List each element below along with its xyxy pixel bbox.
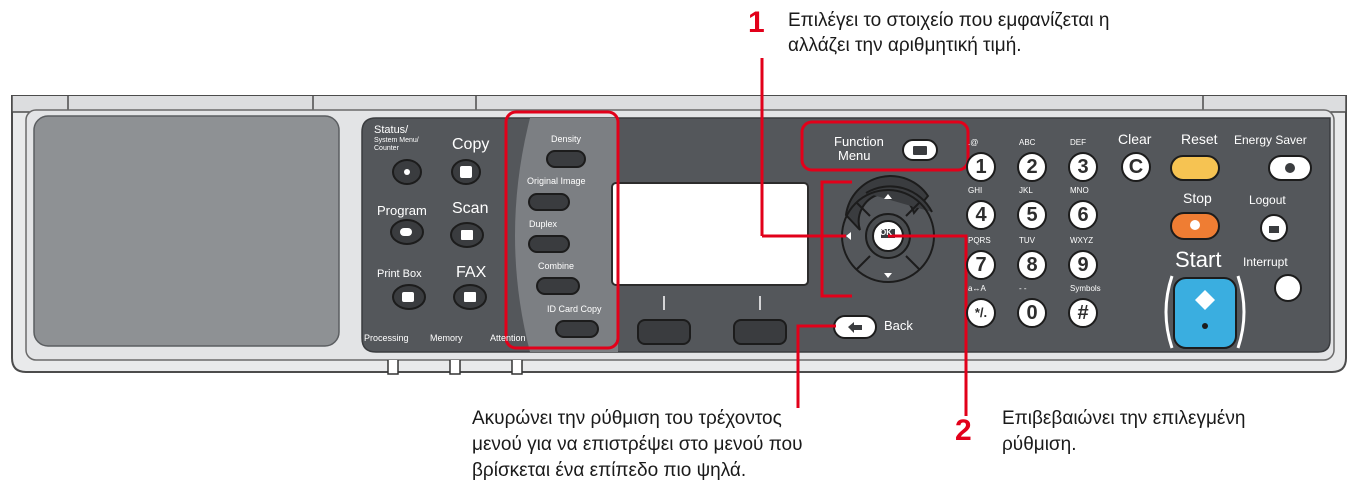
keypad-sublabel: PQRS <box>968 236 991 245</box>
label-start: Start <box>1175 247 1222 272</box>
callout-back-line2: μενού για να επιστρέψει στο μενού που <box>472 434 803 455</box>
label-stop: Stop <box>1183 190 1212 206</box>
label-density: Density <box>551 134 582 144</box>
soft-key-left <box>637 319 691 345</box>
leader-back <box>796 324 836 408</box>
keypad-key[interactable]: 5 <box>1017 200 1047 230</box>
keypad-sublabel: GHI <box>968 186 983 195</box>
label-status-sub2: Counter <box>374 145 399 152</box>
label-combine: Combine <box>538 261 575 271</box>
keypad-sublabel: Symbols <box>1070 284 1101 293</box>
callout-2-line1: Επιβεβαιώνει την επιλεγμένη <box>1002 408 1246 429</box>
keypad-key[interactable]: # <box>1068 298 1098 328</box>
clear-key[interactable]: C <box>1121 152 1151 182</box>
label-attention: Attention <box>490 333 526 343</box>
keypad-key[interactable]: 7 <box>966 250 996 280</box>
callout-1-line2: αλλάζει την αριθμητική τιμή. <box>788 35 1022 56</box>
keypad-sublabel: a↔A <box>968 284 986 293</box>
callout-1-line1: Επιλέγει το στοιχείο που εμφανίζεται η <box>788 10 1110 31</box>
highlight-mode-keys <box>504 110 620 350</box>
keypad-key[interactable]: 4 <box>966 200 996 230</box>
start-bracket <box>1164 275 1246 349</box>
keypad-sublabel: JKL <box>1019 186 1033 195</box>
label-id-card-copy: ID Card Copy <box>547 304 602 314</box>
keypad-sublabel: DEF <box>1070 138 1086 147</box>
callout-number-2: 2 <box>955 414 972 447</box>
keypad-key[interactable]: 1 <box>966 152 996 182</box>
keypad-key[interactable]: 2 <box>1017 152 1047 182</box>
keypad-sublabel: MNO <box>1070 186 1089 195</box>
label-status-sub1: System Menu/ <box>374 137 419 144</box>
label-menu: Menu <box>838 148 871 163</box>
label-ok: OK <box>880 228 892 237</box>
label-reset: Reset <box>1181 131 1218 147</box>
label-function: Function <box>834 134 884 149</box>
keypad-sublabel: TUV <box>1019 236 1035 245</box>
function-keys <box>528 150 599 338</box>
label-memory: Memory <box>430 333 463 343</box>
label-back: Back <box>884 318 913 333</box>
reset-key <box>1170 155 1220 181</box>
label-processing: Processing <box>364 333 409 343</box>
keypad-key[interactable]: 3 <box>1068 152 1098 182</box>
label-print-box: Print Box <box>377 268 422 280</box>
callout-back-line1: Ακυρώνει την ρύθμιση του τρέχοντος <box>472 408 782 429</box>
keypad-key[interactable]: 6 <box>1068 200 1098 230</box>
label-copy: Copy <box>452 136 490 153</box>
leader-2 <box>888 234 968 416</box>
keypad-sublabel: WXYZ <box>1070 236 1094 245</box>
label-logout: Logout <box>1249 193 1286 207</box>
left-blank-panel <box>33 115 340 347</box>
label-original-image: Original Image <box>527 176 586 186</box>
label-program: Program <box>377 203 427 218</box>
callout-back-line3: βρίσκεται ένα επίπεδο πιο ψηλά. <box>472 460 747 481</box>
keypad-key[interactable]: 9 <box>1068 250 1098 280</box>
start-key <box>1173 277 1237 349</box>
keypad-sublabel: ABC <box>1019 138 1036 147</box>
callout-2-line2: ρύθμιση. <box>1002 434 1077 455</box>
keypad-key[interactable]: 0 <box>1017 298 1047 328</box>
keypad-sublabel: - - <box>1019 284 1027 293</box>
keypad-key[interactable]: 8 <box>1017 250 1047 280</box>
highlight-navigation <box>820 180 852 298</box>
lcd-display <box>611 182 809 286</box>
highlight-function-menu <box>800 120 970 172</box>
label-interrupt: Interrupt <box>1243 255 1288 269</box>
label-energy-saver: Energy Saver <box>1234 133 1307 147</box>
label-status: Status/ <box>374 124 409 136</box>
label-clear: Clear <box>1118 131 1152 147</box>
label-duplex: Duplex <box>529 219 558 229</box>
callout-number-1: 1 <box>748 6 765 39</box>
soft-key-right <box>733 319 787 345</box>
label-scan: Scan <box>452 200 489 217</box>
keypad-key[interactable]: */. <box>966 298 996 328</box>
label-fax: FAX <box>456 264 487 281</box>
keypad-sublabel: .@ <box>968 138 979 147</box>
